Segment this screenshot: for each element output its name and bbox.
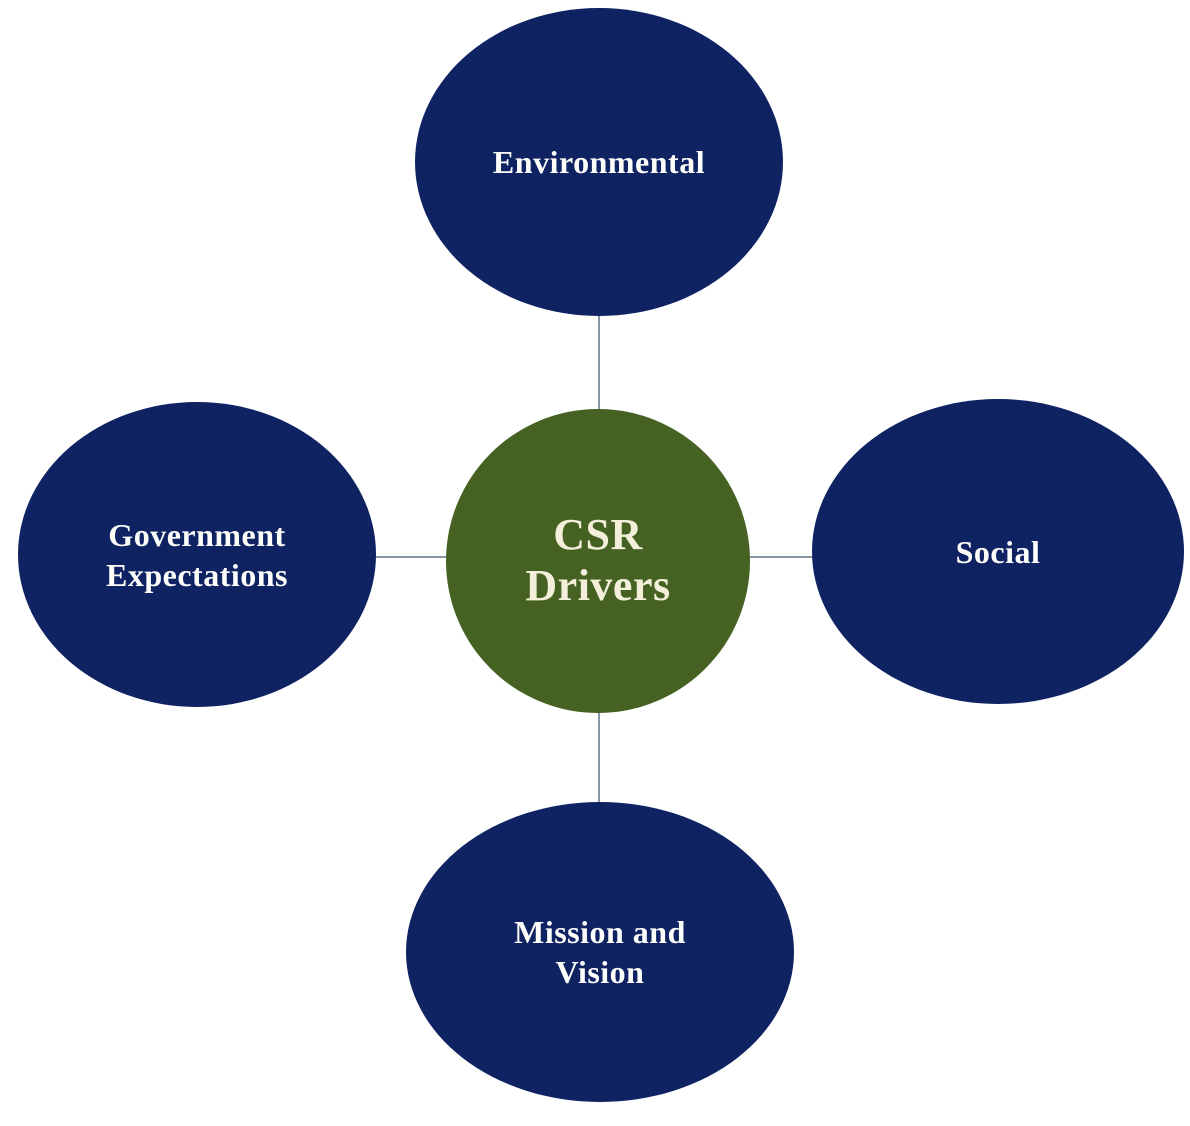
- hub-label: CSR Drivers: [525, 510, 671, 610]
- node-mission-and-vision: Mission and Vision: [406, 802, 794, 1102]
- node-government-expectations-label: Government Expectations: [106, 516, 288, 593]
- node-mission-and-vision-label: Mission and Vision: [514, 914, 686, 990]
- node-environmental-label: Environmental: [492, 144, 706, 180]
- node-csr-drivers-hub: CSR Drivers: [446, 409, 750, 713]
- node-government-expectations: Government Expectations: [18, 402, 376, 707]
- node-social-label: Social: [955, 533, 1041, 570]
- node-environmental: Environmental: [415, 8, 783, 316]
- node-social: Social: [812, 399, 1184, 704]
